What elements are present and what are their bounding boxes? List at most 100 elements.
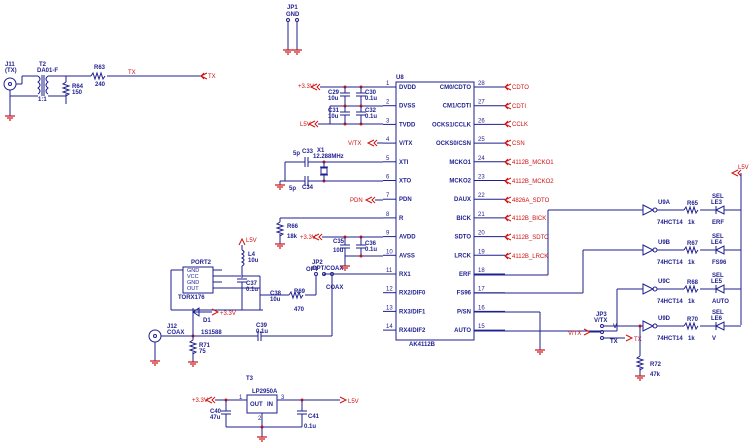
r69-label: R69 [294, 289, 306, 295]
jp2-opt: OPT [306, 267, 319, 273]
r63-value: 240 [95, 82, 106, 88]
c35-label: C35 [333, 239, 345, 245]
buffer-label: U9D [658, 316, 671, 322]
pin-number: 9 [386, 231, 390, 237]
pin-number: 16 [478, 305, 485, 311]
pin-name: FS96 [457, 291, 472, 297]
u8-designator: U8 [396, 75, 404, 81]
led-part: SEL [712, 273, 724, 279]
c38-label: C38 [270, 291, 282, 297]
c32-value: 0.1u [365, 114, 377, 120]
c39-value: 0.1u [256, 329, 268, 335]
led-diode [714, 321, 725, 331]
pin-name: XTI [399, 160, 409, 166]
right-net-labels: CDTO CDTI CCLK CSN 4112B_MCKO1 4112B_MCK… [504, 83, 554, 260]
buffer-part: 74HCT14 [657, 260, 683, 266]
led-diode [714, 284, 725, 294]
pin-number: 10 [386, 249, 393, 255]
regulator-section: T3 LP2950A OUT IN 1 3 2 +3.3V L5V C40 47… [192, 376, 359, 442]
t2-part: DA01-F [37, 68, 58, 74]
pin-number: 6 [386, 175, 390, 181]
j12-label: J12 [167, 324, 178, 330]
c31-value: 10u [328, 114, 339, 120]
jp3-net: V/TX [594, 318, 607, 324]
inverter-buffer [642, 204, 655, 216]
t3-in: IN [267, 402, 273, 408]
tx-output-stage: J11 (TX) T2 DA01-F 1:1 R64 150 R63 240 T… [3, 62, 216, 121]
pin-name: ERF [459, 272, 471, 278]
c32-label: C32 [365, 108, 377, 114]
jp2-coax: COAX [326, 285, 343, 291]
d1-part: 1S1588 [201, 330, 222, 336]
pin-name: RX1 [399, 272, 411, 278]
net-cclk: CCLK [512, 122, 528, 128]
l5v-label-1: L5V [300, 122, 311, 128]
j12-sub: COAX [167, 330, 184, 336]
pin-name: V/TX [399, 141, 412, 147]
pin-name: MCKO1 [449, 160, 471, 166]
r66-value: 18k [287, 234, 298, 240]
u8-part: AK4112B [409, 342, 436, 348]
jp1-label: JP1 [287, 5, 298, 11]
pin-name: CM1/CDTI [443, 104, 472, 110]
net-cdto: CDTO [512, 85, 529, 91]
port2-pin1: GND [187, 268, 199, 274]
buffer-label: U9A [658, 200, 671, 206]
pin-number: 24 [478, 156, 485, 162]
r66-network: R66 18k [274, 217, 383, 249]
t3-pin1: 1 [239, 395, 243, 401]
inductor-l4 [240, 249, 245, 267]
resistor-value: 1k [688, 336, 695, 342]
pin-number: 21 [478, 212, 485, 218]
jp3-tx: TX [610, 339, 618, 345]
l4-label: L4 [248, 252, 256, 258]
c36-label: C36 [365, 241, 377, 247]
pin-name: MCKO2 [449, 179, 471, 185]
port2-part: TORX176 [178, 295, 205, 301]
pin-number: 8 [386, 212, 390, 218]
jumper-gnd: JP1 GND [282, 5, 303, 55]
t3-out: OUT [250, 402, 263, 408]
r71-value: 75 [199, 349, 206, 355]
l4-value: 10u [248, 258, 259, 264]
coax-jack-j12 [148, 329, 162, 343]
resistor-label: R68 [687, 280, 699, 286]
buffer-part: 74HCT14 [657, 299, 683, 305]
net-mcko2: 4112B_MCKO2 [512, 179, 554, 185]
t2-ratio: 1:1 [38, 97, 47, 103]
jp1-net: GND [286, 12, 300, 18]
pdn-label: PDN [350, 198, 363, 204]
jp2-label: JP2 [312, 260, 323, 266]
jp3-v: V [613, 324, 617, 330]
c37-label: C37 [246, 281, 258, 287]
c29-label: C29 [328, 90, 340, 96]
pin-name: SDTO [454, 235, 471, 241]
t3-pin3: 3 [281, 395, 285, 401]
r72-value: 47k [650, 372, 661, 378]
c41-value: 0.1u [304, 424, 316, 430]
net-sdto: 4112B_SDTO [512, 235, 549, 241]
c40-label: C40 [210, 409, 222, 415]
net-sdti: 4826A_SDTO [512, 198, 550, 204]
port2-pin3: GND [187, 280, 199, 286]
ic-pin-right: 16P/SN [457, 305, 505, 315]
resistor-label: R67 [687, 241, 699, 247]
c31-label: C31 [328, 108, 340, 114]
led-part: SEL [712, 234, 724, 240]
v33-label-3: +3.3V [220, 311, 236, 317]
pin-number: 1 [386, 81, 390, 87]
pin-number: 14 [386, 324, 393, 330]
